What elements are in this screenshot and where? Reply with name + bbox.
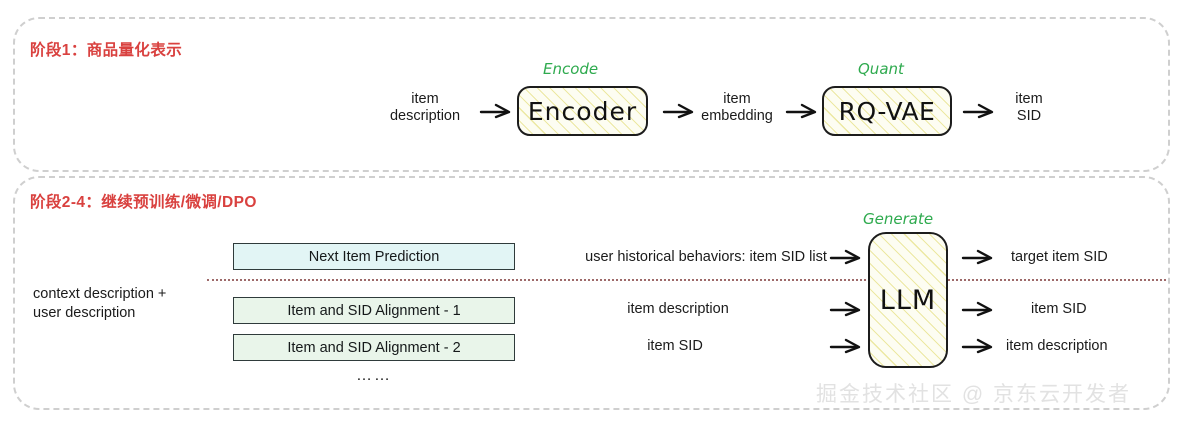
context-description-line: context description + bbox=[33, 286, 167, 302]
stage-2-panel bbox=[13, 176, 1170, 410]
task-box-next-item-prediction[interactable]: Next Item Prediction bbox=[233, 243, 515, 270]
stage1-output-label: item SID bbox=[1015, 91, 1042, 125]
llm-input-user-history: user historical behaviors: item SID list bbox=[585, 249, 827, 265]
stage1-output-line2: SID bbox=[1016, 108, 1042, 124]
arrow-input-history-to-llm bbox=[829, 249, 864, 265]
llm-input-item-sid: item SID bbox=[647, 338, 703, 354]
arrow-rqvae-to-sid bbox=[962, 103, 997, 119]
arrow-input-sid-to-llm bbox=[829, 338, 864, 354]
stage1-embedding-label: item embedding bbox=[701, 91, 773, 125]
encode-annotation: Encode bbox=[543, 60, 599, 78]
quant-annotation: Quant bbox=[858, 60, 904, 78]
encoder-box: Encoder bbox=[517, 86, 648, 136]
llm-input-item-description: item description bbox=[627, 301, 729, 317]
stage-divider-line bbox=[207, 279, 1166, 281]
stage1-output-line1: item bbox=[1015, 91, 1043, 107]
stage-1-panel bbox=[13, 17, 1170, 172]
llm-output-item-sid: item SID bbox=[1031, 301, 1087, 317]
arrow-encoder-to-embedding bbox=[662, 103, 697, 119]
arrow-embedding-to-rqvae bbox=[785, 103, 820, 119]
task-box-item-sid-alignment-2[interactable]: Item and SID Alignment - 2 bbox=[233, 334, 515, 361]
rqvae-box: RQ-VAE bbox=[822, 86, 952, 136]
arrow-llm-to-item-description bbox=[961, 338, 996, 354]
watermark: 掘金技术社区 @ 京东云开发者 bbox=[816, 383, 1131, 406]
stage1-input-line1: item bbox=[411, 91, 439, 107]
stage1-input-label: item description bbox=[390, 91, 460, 125]
stage-1-title: 阶段1：商品量化表示 bbox=[30, 42, 183, 59]
arrow-input-to-encoder bbox=[479, 103, 514, 119]
ellipsis-more-tasks: …… bbox=[356, 367, 392, 384]
arrow-input-description-to-llm bbox=[829, 301, 864, 317]
user-description-line: user description bbox=[33, 305, 136, 321]
stage1-embedding-line2: embedding bbox=[701, 108, 773, 124]
task-box-item-sid-alignment-1[interactable]: Item and SID Alignment - 1 bbox=[233, 297, 515, 324]
llm-output-item-description: item description bbox=[1006, 338, 1108, 354]
stage-2-title: 阶段2-4：继续预训练/微调/DPO bbox=[30, 194, 257, 211]
arrow-llm-to-target-sid bbox=[961, 249, 996, 265]
llm-output-target-item-sid: target item SID bbox=[1011, 249, 1108, 265]
stage1-input-line2: description bbox=[389, 108, 461, 124]
generate-annotation: Generate bbox=[863, 210, 934, 228]
stage1-embedding-line1: item bbox=[723, 91, 751, 107]
llm-box: LLM bbox=[868, 232, 948, 368]
context-user-description: context description + user description bbox=[33, 285, 166, 323]
arrow-llm-to-item-sid bbox=[961, 301, 996, 317]
